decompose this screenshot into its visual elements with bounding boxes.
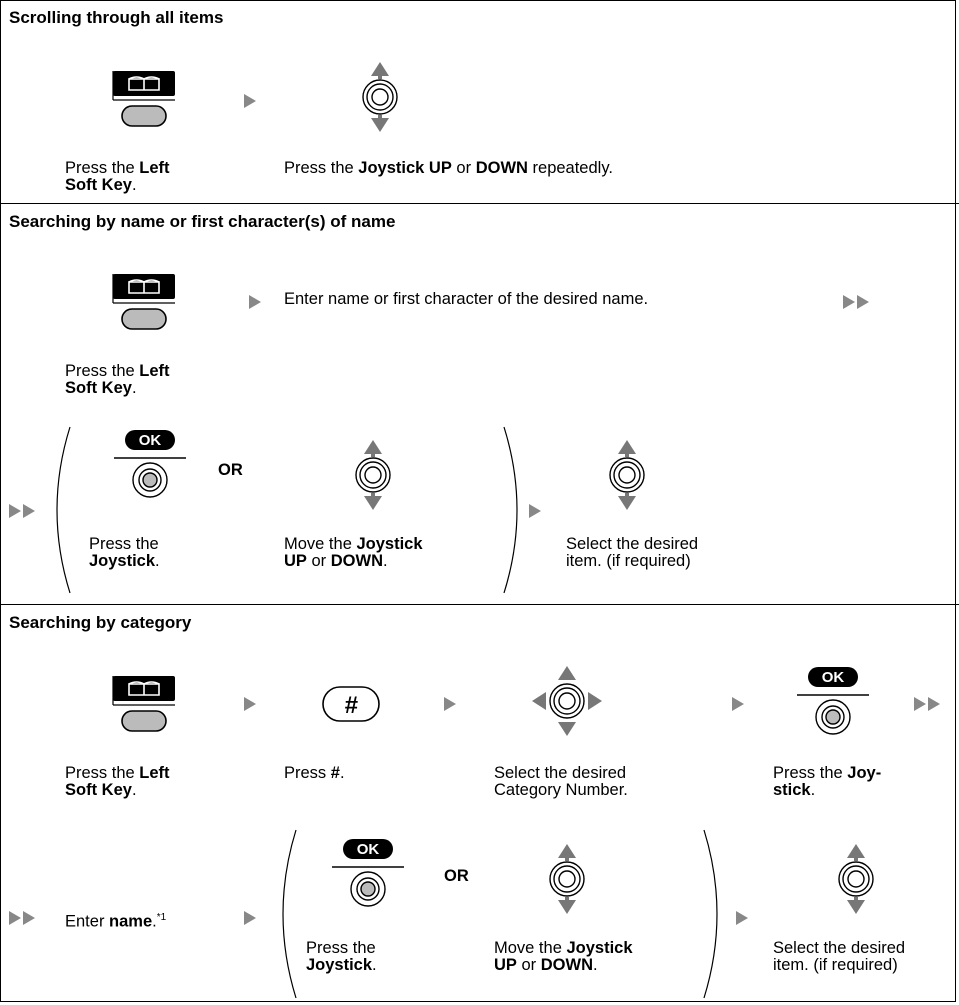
right-parenthesis-icon [503, 426, 518, 594]
hash-key-icon: # [322, 686, 380, 722]
joystick-up-down-icon [549, 843, 585, 915]
step-text: Press the Joystick. [89, 535, 160, 570]
arrow-icon [736, 911, 748, 925]
section-divider [0, 604, 959, 605]
step-text: Select the desired Category Number. [494, 764, 628, 799]
arrow-icon [529, 504, 541, 518]
left-soft-key-icon [112, 273, 176, 330]
ok-label: OK [139, 432, 162, 449]
joystick-four-way-icon [531, 665, 603, 737]
step-text: Enter name.*1 [65, 912, 167, 931]
step-text: Select the desired item. (if required) [773, 939, 906, 974]
arrow-icon [244, 697, 256, 711]
or-label: OR [444, 867, 469, 885]
hash-label: # [344, 692, 358, 719]
ok-button-icon: OK [796, 666, 870, 735]
section-title: Scrolling through all items [9, 8, 224, 27]
step-text: Press the Joystick. [306, 939, 377, 974]
ok-label: OK [357, 841, 380, 858]
left-soft-key-icon [112, 675, 176, 732]
step-text: Press the Joy- stick. [773, 764, 882, 799]
step-text: Move the Joystick UP or DOWN. [284, 535, 423, 570]
ok-button-icon: OK [113, 429, 187, 498]
joystick-up-down-icon [362, 61, 398, 133]
step-text: Press the Joystick UP or DOWN repeatedly… [284, 159, 613, 177]
joystick-up-down-icon [838, 843, 874, 915]
step-text: Press the Left Soft Key. [65, 764, 170, 799]
left-parenthesis-icon [56, 426, 71, 594]
double-arrow-icon [843, 295, 869, 309]
arrow-icon [244, 911, 256, 925]
step-text: Move the Joystick UP or DOWN. [494, 939, 633, 974]
arrow-icon [249, 295, 261, 309]
arrow-icon [732, 697, 744, 711]
ok-button-icon: OK [331, 838, 405, 907]
section-title: Searching by category [9, 613, 192, 632]
section-title: Searching by name or first character(s) … [9, 212, 396, 231]
step-text: Press the Left Soft Key. [65, 362, 170, 397]
step-text: Press the Left Soft Key. [65, 159, 170, 194]
right-parenthesis-icon [703, 829, 718, 999]
ok-label: OK [822, 669, 845, 686]
section-divider [0, 203, 959, 204]
double-arrow-icon [9, 504, 35, 518]
arrow-icon [244, 94, 256, 108]
joystick-up-down-icon [609, 439, 645, 511]
step-text: Select the desired item. (if required) [566, 535, 699, 570]
arrow-icon [444, 697, 456, 711]
step-text: Press #. [284, 764, 345, 782]
double-arrow-icon [914, 697, 940, 711]
left-parenthesis-icon [282, 829, 297, 999]
left-soft-key-icon [112, 70, 176, 127]
double-arrow-icon [9, 911, 35, 925]
or-label: OR [218, 461, 243, 479]
joystick-up-down-icon [355, 439, 391, 511]
step-text: Enter name or first character of the des… [284, 290, 649, 308]
